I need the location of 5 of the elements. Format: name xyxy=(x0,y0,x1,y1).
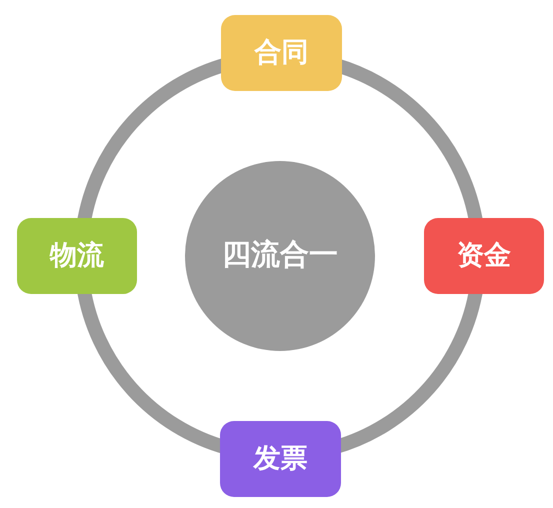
flow-box: 发票 xyxy=(220,421,341,497)
flow-box: 资金 xyxy=(424,218,544,294)
center-circle: 四流合一 xyxy=(185,161,375,351)
flow-box: 物流 xyxy=(17,218,137,294)
flow-box: 合同 xyxy=(221,15,342,91)
